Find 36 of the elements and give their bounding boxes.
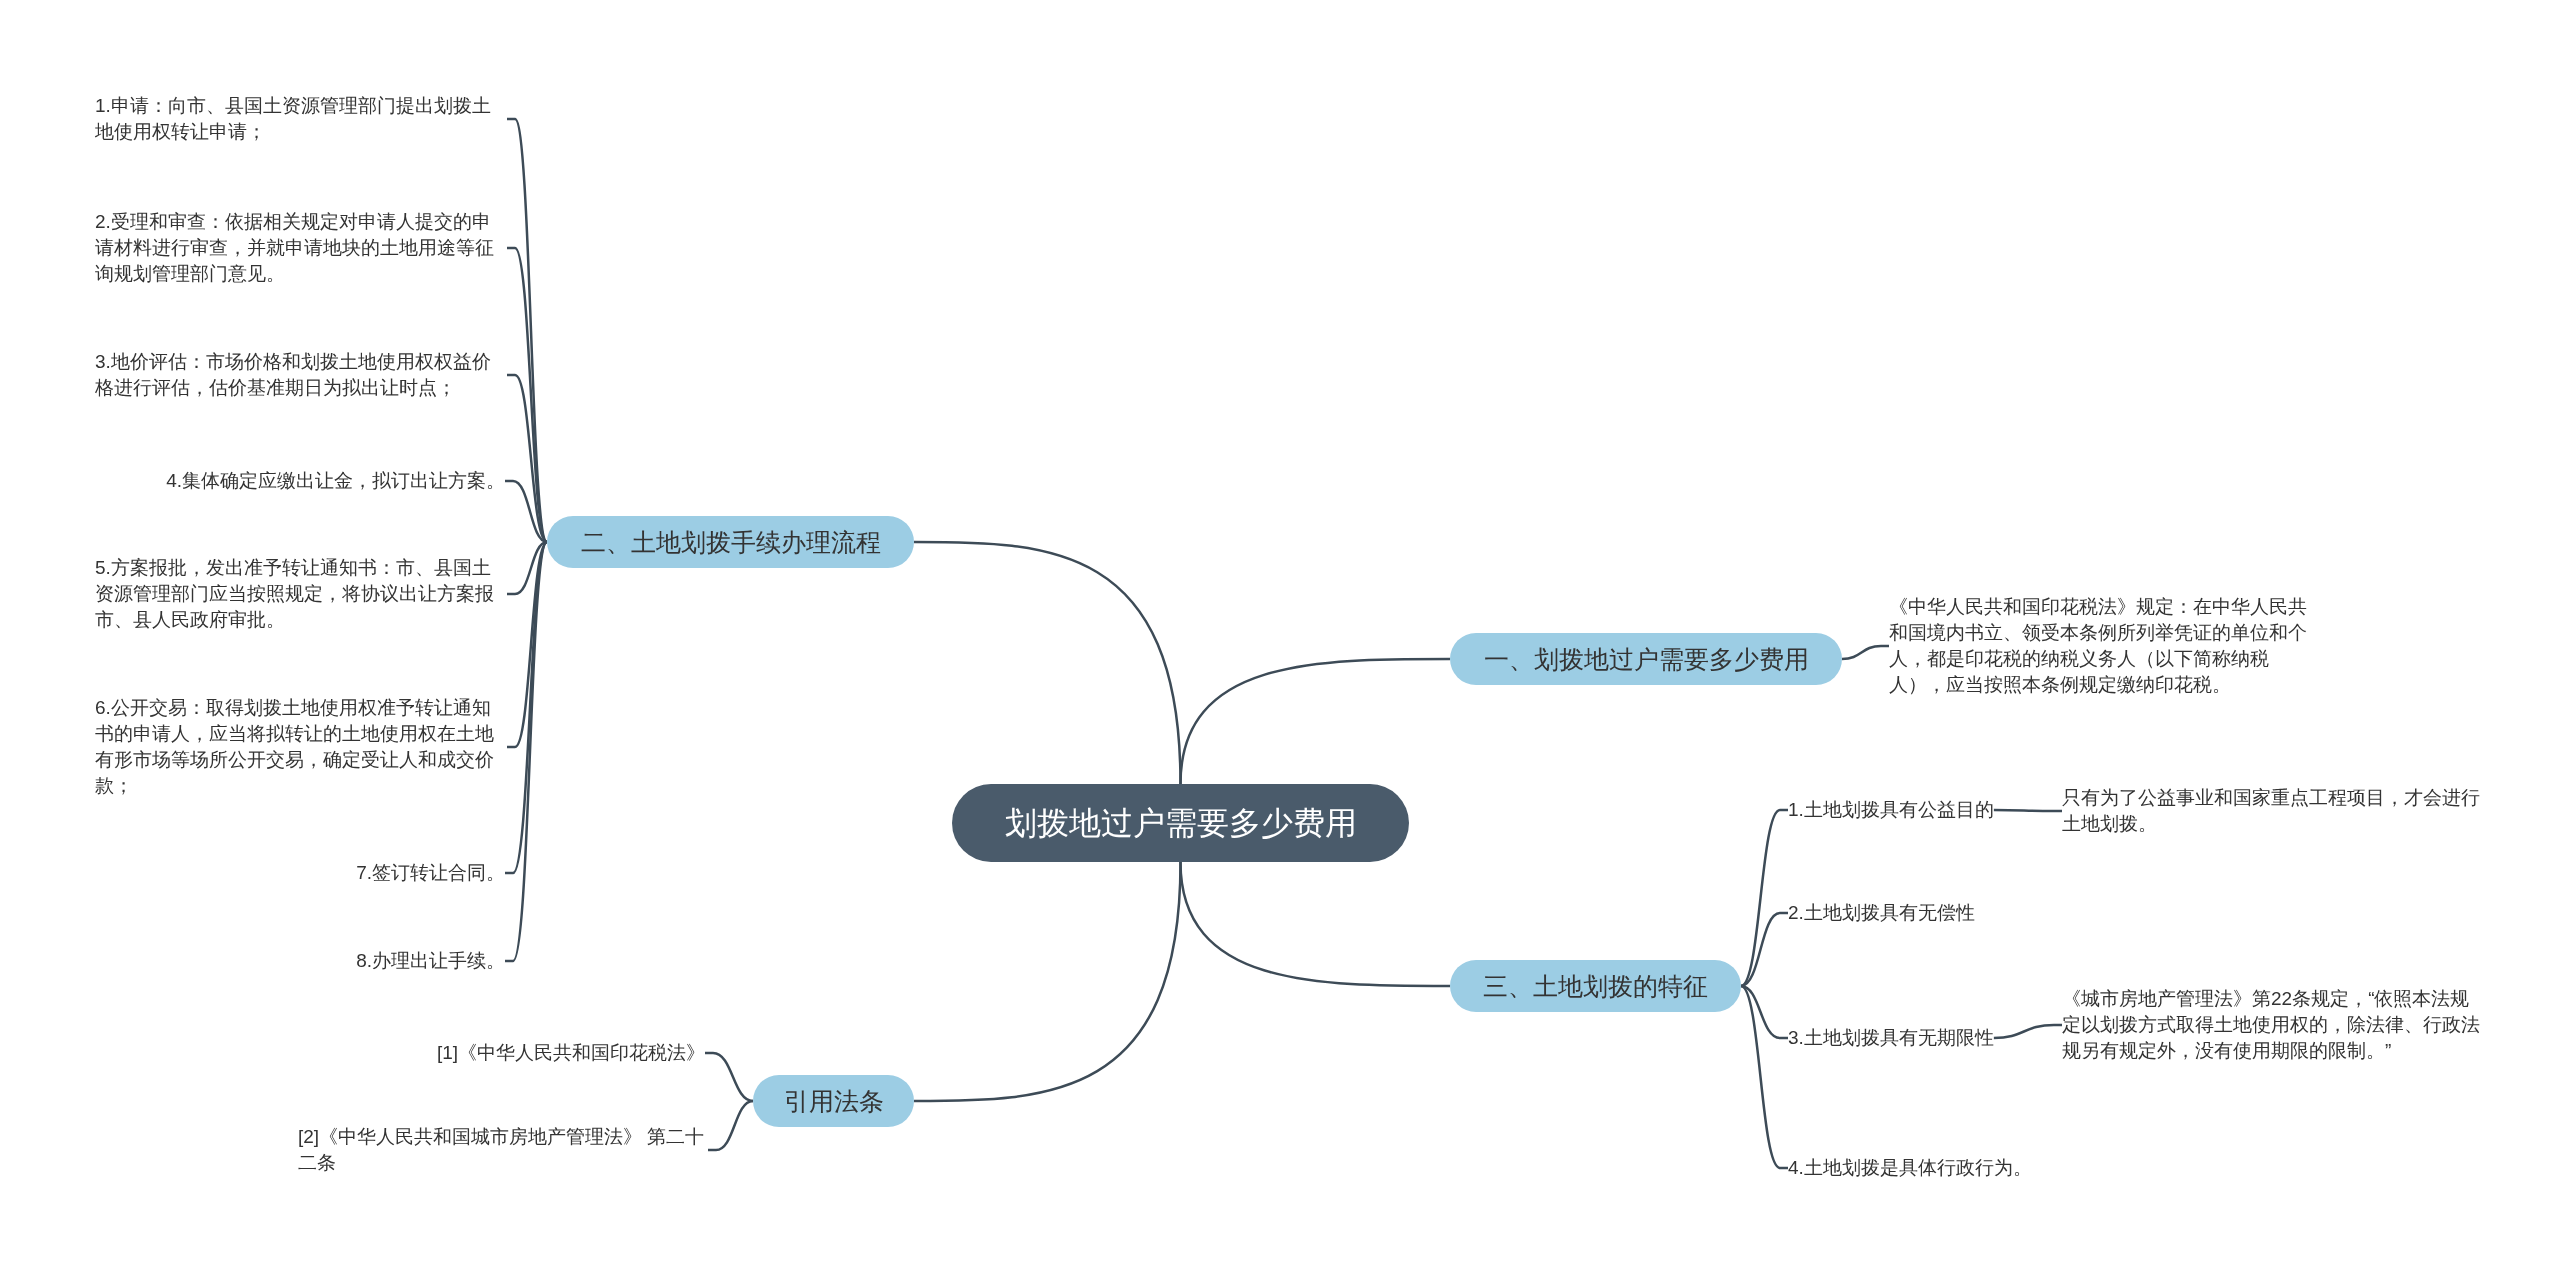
topic-text: 《城市房地产管理法》第22条规定，“依照本法规定以划拨方式取得土地使用权的，除法律、行政法规另有规定外，没有使用期限的限制。” xyxy=(2062,986,2487,1064)
connector-line xyxy=(1993,1023,2062,1040)
connector-line xyxy=(505,541,549,963)
topic-text: 《中华人民共和国印花税法》规定：在中华人民共和国境内书立、领受本条例所列举凭证的单位和个人，都是印花税的纳税义务人（以下简称纳税人），应当按照本条例规定缴纳印花税。 xyxy=(1889,594,2309,698)
connector-line xyxy=(705,1051,754,1103)
connector-line xyxy=(1740,808,1788,987)
topic-text: 3.地价评估：市场价格和划拨土地使用权权益价格进行评估，估价基准期日为拟出让时点； xyxy=(95,349,507,401)
topic-text: [1]《中华人民共和国印花税法》 xyxy=(436,1040,705,1066)
topic-text: 4.土地划拨是具体行政行为。 xyxy=(1788,1155,2032,1181)
connector-line xyxy=(507,541,548,749)
topic-text: 6.公开交易：取得划拨土地使用权准予转让通知书的申请人，应当将拟转让的土地使用权在土地有形市场等场所公开交易，确定受让人和成交价款； xyxy=(95,695,507,799)
connector-line xyxy=(507,246,549,543)
topic-text: 1.土地划拨具有公益目的 xyxy=(1788,797,1994,823)
central-topic: 划拨地过户需要多少费用 xyxy=(952,784,1409,862)
topic-text: 2.土地划拨具有无偿性 xyxy=(1788,900,1975,926)
branch-topic: 二、土地划拨手续办理流程 xyxy=(547,516,914,568)
topic-text: 4.集体确定应缴出让金，拟订出让方案。 xyxy=(166,468,505,494)
topic-text: 5.方案报批，发出准予转让通知书：市、县国土资源管理部门应当按照规定，将协议出让方案报市、县人民政府审批。 xyxy=(95,555,507,633)
connector-line xyxy=(507,540,548,596)
branch-topic: 一、划拨地过户需要多少费用 xyxy=(1450,633,1842,685)
connector-line xyxy=(914,540,1182,785)
connector-line xyxy=(708,1099,754,1152)
topic-text: 3.土地划拨具有无期限性 xyxy=(1788,1025,1994,1051)
connector-line xyxy=(1841,644,1889,661)
branch-topic: 三、土地划拨的特征 xyxy=(1450,960,1741,1012)
connector-line xyxy=(505,541,549,875)
topic-text: 8.办理出让手续。 xyxy=(356,948,505,974)
topic-text: [2]《中华人民共和国城市房地产管理法》 第二十二条 xyxy=(298,1124,708,1176)
connector-line xyxy=(1993,808,2062,813)
topic-text: 只有为了公益事业和国家重点工程项目，才会进行土地划拨。 xyxy=(2062,785,2487,837)
topic-text: 2.受理和审查：依据相关规定对申请人提交的申请材料进行审查，并就申请地块的土地用途等征询规划管理部门意见。 xyxy=(95,209,507,287)
connector-line xyxy=(1740,985,1788,1170)
topic-text: 7.签订转让合同。 xyxy=(356,860,505,886)
branch-topic: 引用法条 xyxy=(753,1075,914,1127)
topic-text: 1.申请：向市、县国土资源管理部门提出划拨土地使用权转让申请； xyxy=(95,93,507,145)
connector-line xyxy=(914,861,1182,1103)
